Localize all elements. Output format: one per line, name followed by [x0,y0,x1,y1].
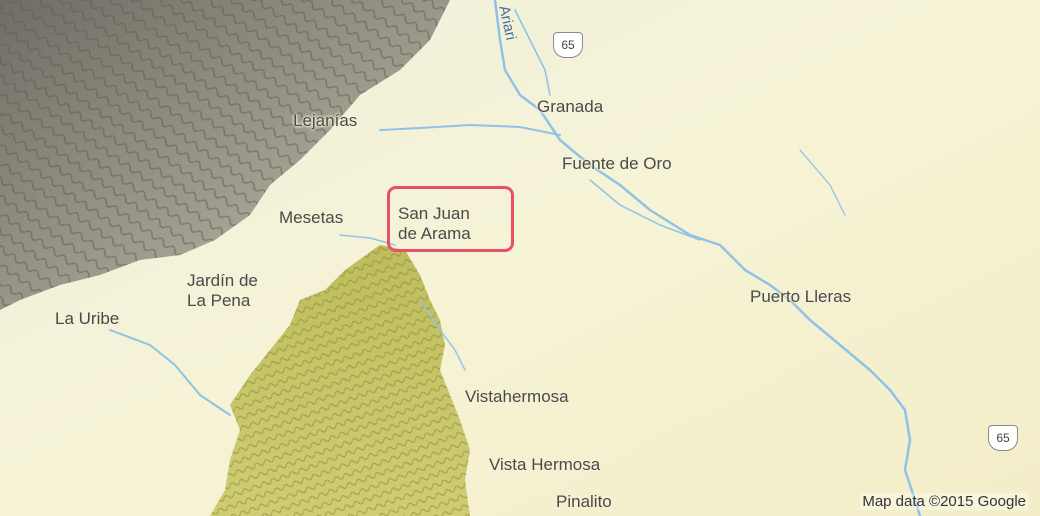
place-label-line: Jardín de [187,271,258,290]
place-label-line: San Juan [398,204,470,223]
river-guejar [109,329,231,416]
mountain-ridges-north [0,0,450,310]
river-tributary-1 [379,124,561,136]
river-tributary-6 [799,149,846,216]
place-puerto-lleras[interactable]: Puerto Lleras [750,287,852,306]
mountain-ridges-south [210,245,470,516]
place-san-juan-de-arama[interactable]: San Juan de Arama [398,204,471,244]
river-tributary-3 [589,179,701,241]
route-shield-65-south[interactable]: 65 [988,425,1018,451]
place-jardin-de-la-pena[interactable]: Jardín de La Pena [187,271,258,311]
river-tributary-4 [339,234,396,246]
place-mesetas[interactable]: Mesetas [279,208,344,227]
place-vistahermosa[interactable]: Vistahermosa [465,387,569,406]
place-la-uribe[interactable]: La Uribe [55,309,120,328]
place-vista-hermosa[interactable]: Vista Hermosa [489,455,601,474]
place-label-line: de Arama [398,224,471,243]
river-tributary-5 [419,299,466,371]
place-lejanias[interactable]: Lejanías [293,111,358,130]
river-ariari [493,0,922,516]
place-fuente-de-oro[interactable]: Fuente de Oro [562,154,672,173]
river-tributary-2 [514,9,551,96]
highlight-box-san-juan [387,186,514,252]
place-granada[interactable]: Granada [537,97,604,116]
route-shield-label: 65 [561,38,575,52]
route-shield-65-north[interactable]: 65 [553,32,583,58]
place-label-line: La Pena [187,291,251,310]
map-attribution[interactable]: Map data ©2015 Google [860,493,1028,510]
route-shield-label: 65 [996,431,1010,445]
place-pinalito[interactable]: Pinalito [556,492,612,511]
